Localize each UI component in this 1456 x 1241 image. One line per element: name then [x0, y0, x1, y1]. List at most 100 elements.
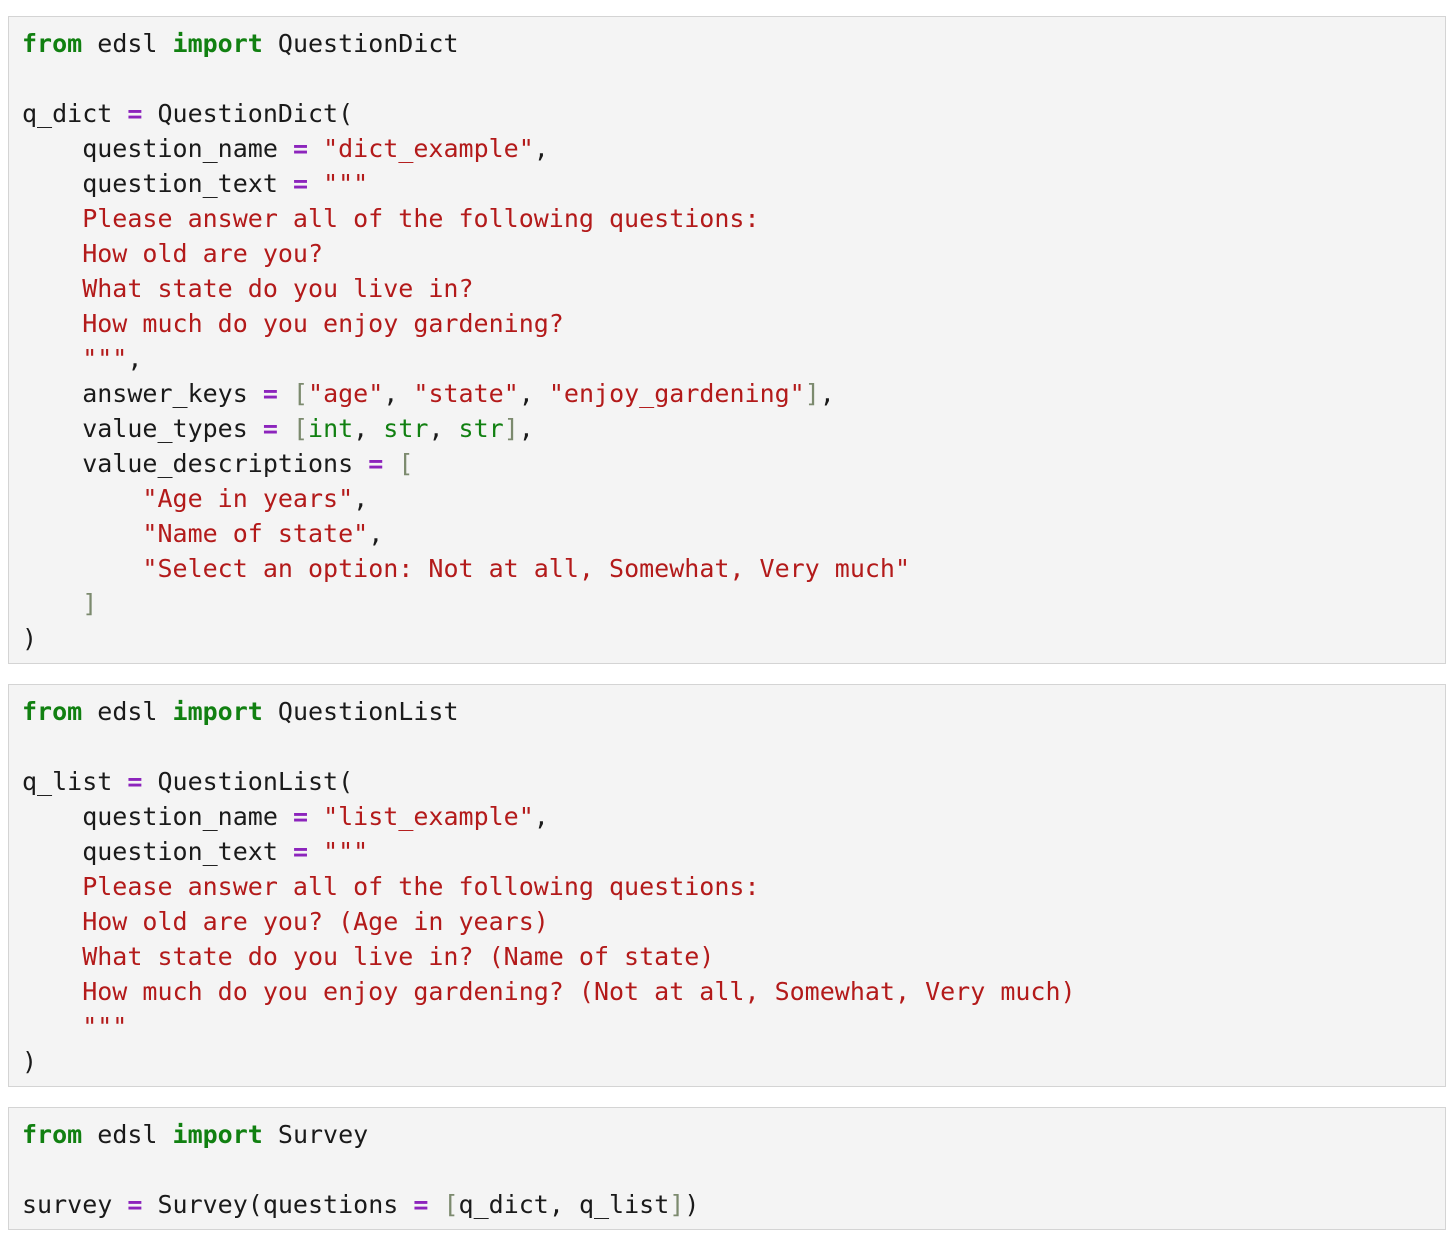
- code-token: How much do you enjoy gardening?: [22, 309, 564, 338]
- code-token: str: [458, 414, 504, 443]
- code-line: from edsl import QuestionList: [22, 694, 1076, 729]
- code-token: QuestionList: [262, 697, 459, 726]
- code-line: "Select an option: Not at all, Somewhat,…: [22, 551, 910, 586]
- code-block[interactable]: from edsl import QuestionDict q_dict = Qu…: [22, 26, 910, 656]
- code-token: =: [292, 802, 308, 831]
- code-token: answer_keys: [22, 379, 263, 408]
- code-token: QuestionDict: [262, 29, 459, 58]
- code-line: from edsl import Survey: [22, 1117, 699, 1152]
- code-token: [428, 1190, 443, 1219]
- code-line: q_dict = QuestionDict(: [22, 96, 910, 131]
- code-token: edsl: [82, 29, 173, 58]
- code-token: =: [413, 1190, 429, 1219]
- code-token: q_dict, q_list: [458, 1190, 670, 1219]
- code-token: ,: [368, 519, 384, 548]
- code-line: value_types = [int, str, str],: [22, 411, 910, 446]
- code-token: =: [292, 837, 308, 866]
- code-line: Please answer all of the following quest…: [22, 201, 910, 236]
- code-line: question_text = """: [22, 166, 910, 201]
- code-line: Please answer all of the following quest…: [22, 869, 1076, 904]
- code-token: "Age in years": [142, 484, 354, 513]
- code-token: ,: [518, 414, 534, 443]
- code-token: q_list: [22, 767, 128, 796]
- code-cell-question-dict[interactable]: from edsl import QuestionDict q_dict = Qu…: [8, 16, 1446, 664]
- code-line: ): [22, 1044, 1076, 1079]
- code-token: "dict_example": [323, 134, 534, 163]
- code-token: ,: [353, 484, 369, 513]
- code-line: """: [22, 1009, 1076, 1044]
- code-token: [308, 169, 323, 198]
- code-line: question_name = "list_example",: [22, 799, 1076, 834]
- code-token: How much do you enjoy gardening? (Not at…: [22, 977, 1076, 1006]
- code-token: question_text: [22, 169, 293, 198]
- code-line: How old are you? (Age in years): [22, 904, 1076, 939]
- code-token: from: [22, 1120, 83, 1149]
- code-token: ): [684, 1190, 700, 1219]
- code-token: [: [292, 379, 309, 408]
- code-token: [: [292, 414, 309, 443]
- code-token: import: [172, 697, 263, 726]
- code-line: """,: [22, 341, 910, 376]
- code-line: value_descriptions = [: [22, 446, 910, 481]
- code-line: How much do you enjoy gardening? (Not at…: [22, 974, 1076, 1009]
- code-token: "age": [308, 379, 384, 408]
- code-token: ]: [669, 1190, 685, 1219]
- code-token: [278, 379, 293, 408]
- code-token: ]: [82, 589, 98, 618]
- code-token: What state do you live in?: [22, 274, 474, 303]
- code-token: What state do you live in? (Name of stat…: [22, 942, 715, 971]
- code-line: ): [22, 621, 910, 656]
- code-cell-question-list[interactable]: from edsl import QuestionList q_list = Qu…: [8, 684, 1446, 1087]
- code-token: ,: [533, 134, 549, 163]
- code-line: from edsl import QuestionDict: [22, 26, 910, 61]
- code-token: [383, 449, 398, 478]
- code-block[interactable]: from edsl import QuestionList q_list = Qu…: [22, 694, 1076, 1079]
- code-cell-survey[interactable]: from edsl import Survey survey = Survey(q…: [8, 1107, 1446, 1230]
- code-token: [308, 134, 323, 163]
- code-token: ,: [353, 414, 384, 443]
- code-token: [: [398, 449, 414, 478]
- code-line: survey = Survey(questions = [q_dict, q_l…: [22, 1187, 699, 1222]
- code-token: =: [368, 449, 384, 478]
- code-token: ]: [804, 379, 820, 408]
- code-line: question_text = """: [22, 834, 1076, 869]
- code-line: "Name of state",: [22, 516, 910, 551]
- code-token: QuestionList(: [142, 767, 354, 796]
- code-token: "list_example": [323, 802, 534, 831]
- code-token: ): [22, 624, 38, 653]
- code-token: Survey: [262, 1120, 369, 1149]
- code-token: How old are you? (Age in years): [22, 907, 549, 936]
- code-token: value_descriptions: [22, 449, 369, 478]
- code-token: [22, 519, 142, 548]
- code-token: =: [127, 99, 143, 128]
- code-token: [: [443, 1190, 459, 1219]
- code-token: question_name: [22, 134, 293, 163]
- code-line: [22, 1152, 699, 1187]
- code-line: question_name = "dict_example",: [22, 131, 910, 166]
- code-token: int: [308, 414, 354, 443]
- code-token: question_name: [22, 802, 293, 831]
- code-token: [22, 554, 142, 583]
- code-token: from: [22, 29, 83, 58]
- code-token: Survey(questions: [142, 1190, 414, 1219]
- code-token: ]: [503, 414, 519, 443]
- code-token: from: [22, 697, 83, 726]
- code-token: edsl: [82, 1120, 173, 1149]
- code-line: [22, 61, 910, 96]
- code-line: What state do you live in? (Name of stat…: [22, 939, 1076, 974]
- code-token: =: [262, 379, 278, 408]
- code-token: """: [323, 169, 369, 198]
- code-token: ,: [428, 414, 459, 443]
- code-line: What state do you live in?: [22, 271, 910, 306]
- code-token: QuestionDict(: [142, 99, 354, 128]
- code-token: q_dict: [22, 99, 128, 128]
- code-line: [22, 729, 1076, 764]
- code-token: Please answer all of the following quest…: [22, 872, 760, 901]
- code-line: ]: [22, 586, 910, 621]
- code-line: q_list = QuestionList(: [22, 764, 1076, 799]
- code-token: import: [172, 29, 263, 58]
- code-token: [278, 414, 293, 443]
- code-token: "Select an option: Not at all, Somewhat,…: [142, 554, 911, 583]
- code-token: Please answer all of the following quest…: [22, 204, 760, 233]
- code-block[interactable]: from edsl import Survey survey = Survey(q…: [22, 1117, 699, 1222]
